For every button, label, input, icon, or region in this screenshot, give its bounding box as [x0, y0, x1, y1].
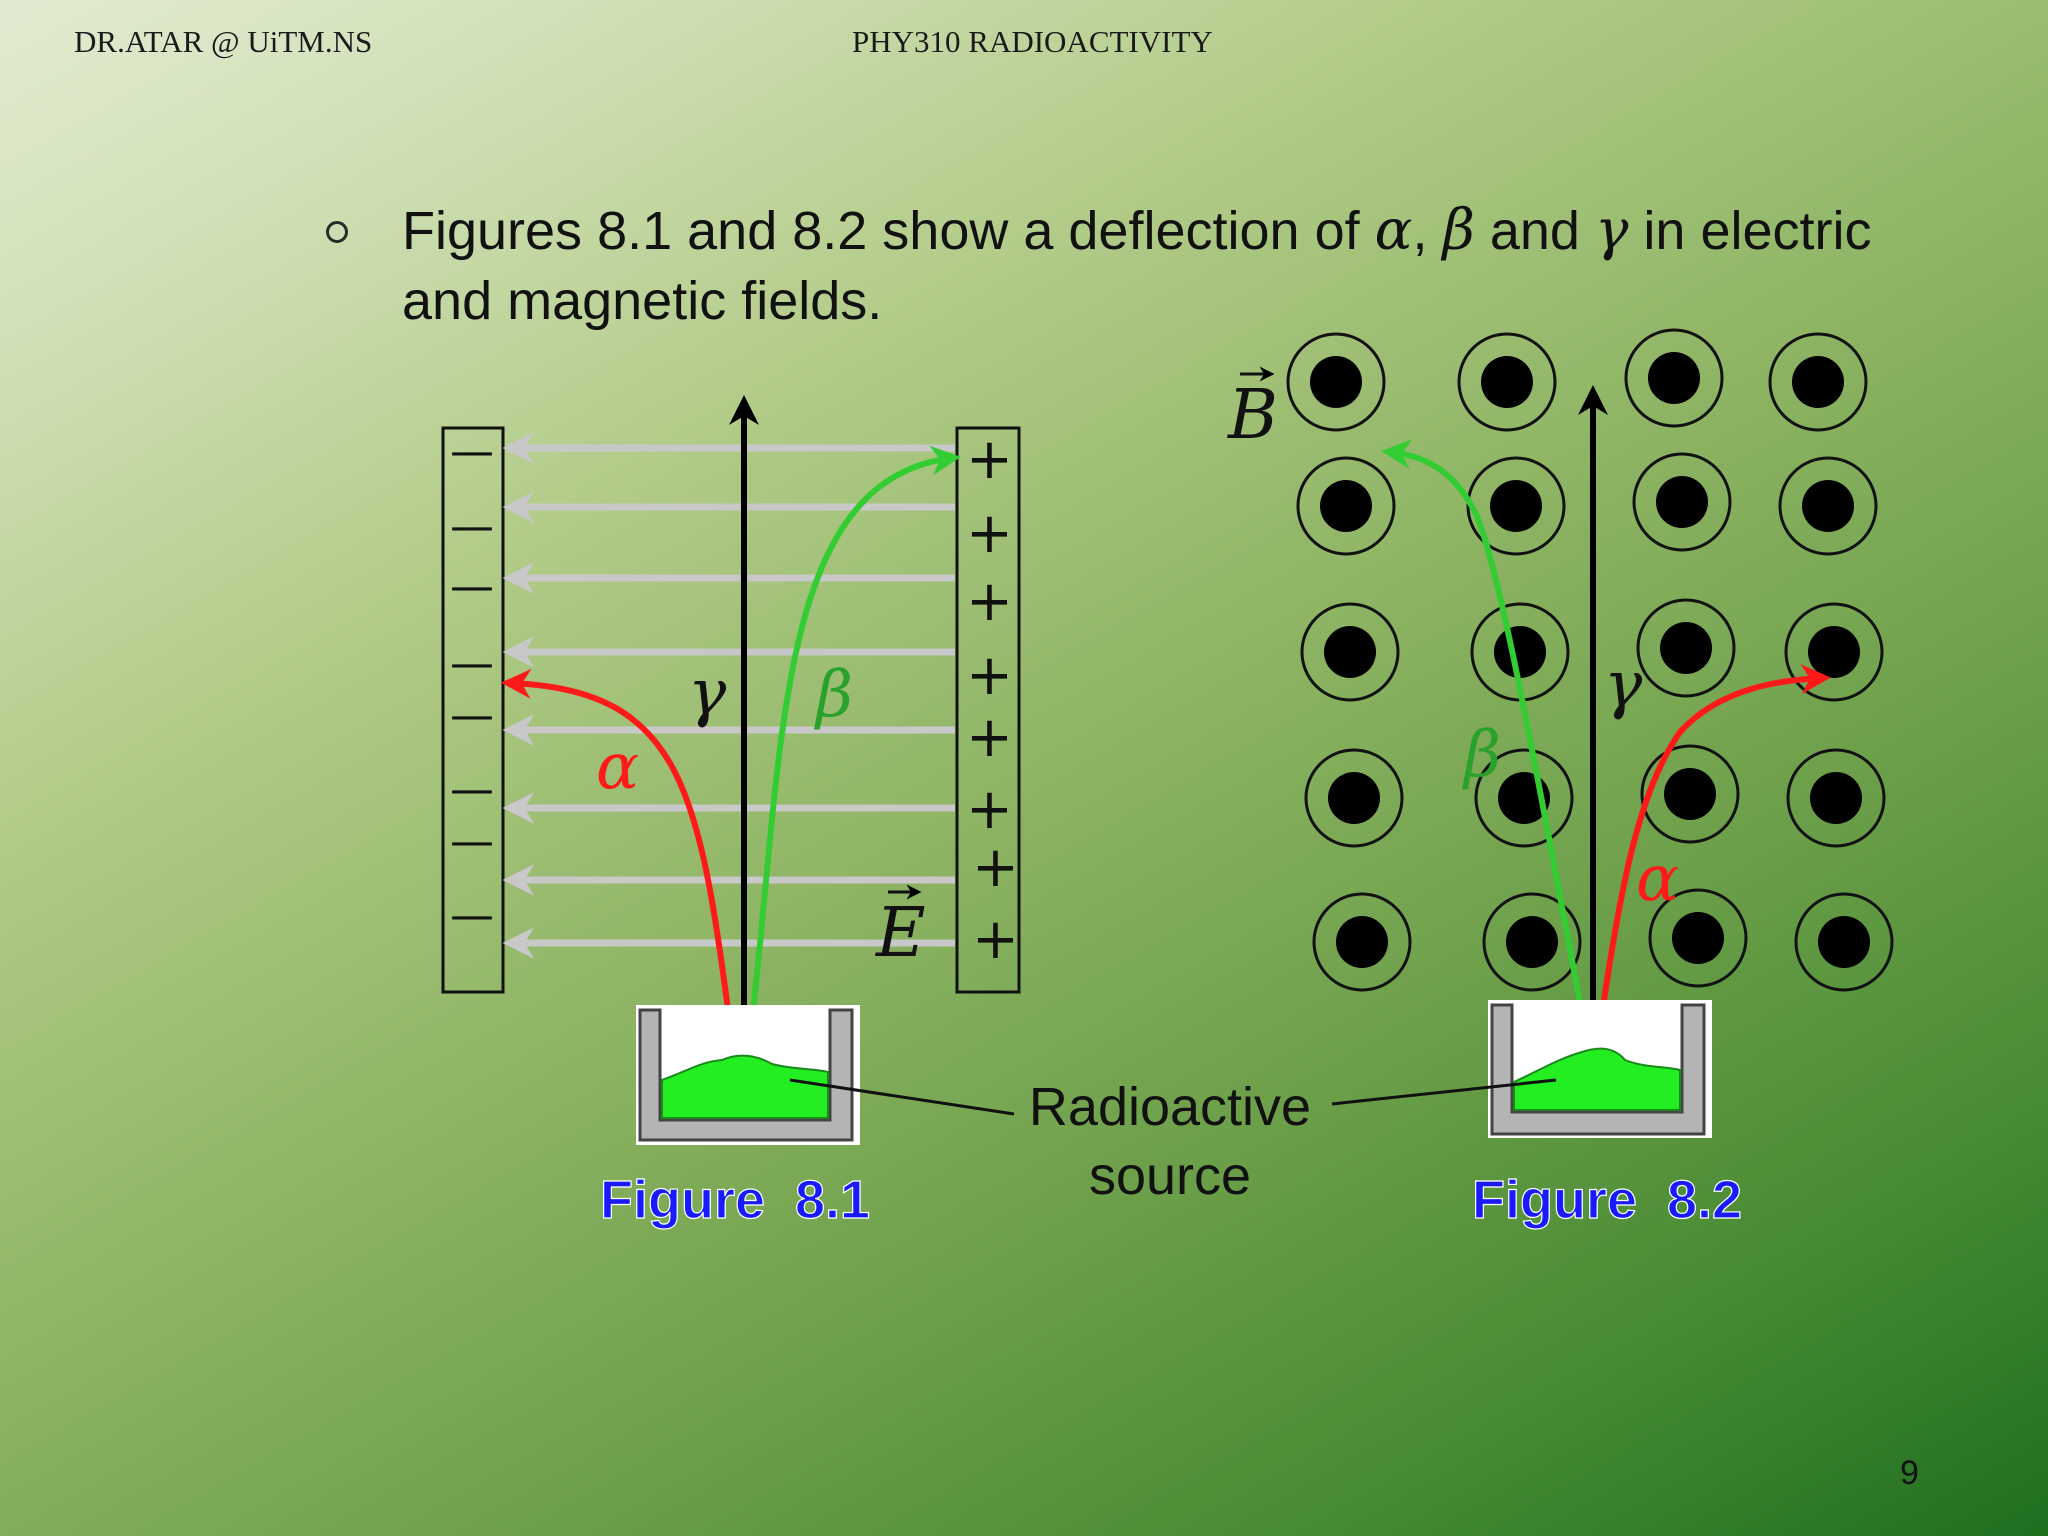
electric-field-lines — [502, 432, 955, 959]
source-leader-line-right — [1331, 1078, 1557, 1106]
alpha-label: α — [1636, 842, 1679, 916]
field-out-of-page-icon — [1482, 892, 1582, 992]
field-out-of-page-icon — [1300, 602, 1400, 702]
negative-plate — [441, 426, 505, 994]
beta-label: β — [1462, 718, 1501, 792]
header-course-title: PHY310 RADIOACTIVITY — [852, 24, 1213, 59]
minus-sign: — — [450, 816, 494, 867]
figure-8-1: — — — — — — — — + + + + + + + + — [441, 395, 1021, 1145]
field-out-of-page-icon — [1768, 332, 1868, 432]
minus-sign: — — [450, 561, 494, 612]
gamma-symbol: γ — [1594, 198, 1629, 263]
plus-sign: + — [966, 777, 1013, 842]
alpha-particle-path — [1594, 664, 1831, 1051]
source-label-line2: source — [1089, 1146, 1251, 1206]
field-out-of-page-icon — [1784, 602, 1884, 702]
minus-sign: — — [450, 690, 494, 741]
bullet-text-line2: and magnetic fields. — [402, 271, 883, 331]
plus-sign: + — [966, 501, 1013, 566]
field-out-of-page-icon — [1286, 332, 1386, 432]
header-author: DR.ATAR @ UiTM.NS — [74, 24, 373, 59]
alpha-symbol: α — [1374, 198, 1413, 263]
minus-sign: — — [450, 426, 494, 477]
minus-sign: — — [450, 638, 494, 689]
bullet-circle-icon — [326, 221, 348, 243]
minus-sign: — — [450, 890, 494, 941]
plus-sign: + — [972, 835, 1019, 900]
source-leader-line-left — [789, 1078, 1015, 1116]
bullet-text-part1: Figures 8.1 and 8.2 show a deflection of — [402, 201, 1375, 261]
field-out-of-page-icon — [1794, 892, 1894, 992]
gamma-label: γ — [1604, 648, 1643, 722]
bullet-separator: , — [1412, 201, 1443, 261]
plus-sign: + — [966, 643, 1013, 708]
beta-particle-path — [1381, 439, 1592, 1051]
plus-sign: + — [966, 569, 1013, 634]
source-label-line1: Radioactive — [1029, 1077, 1311, 1137]
electric-field-vector-label: E — [874, 884, 926, 973]
field-out-of-page-icon — [1778, 456, 1878, 556]
minus-sign: — — [450, 764, 494, 815]
figure-8-2: B γ β α — [1226, 328, 1894, 1138]
plus-sign: + — [972, 907, 1019, 972]
negative-plate-signs: — — — — — — — — — [450, 426, 494, 941]
beta-label: β — [814, 658, 853, 732]
field-out-of-page-icon — [1296, 456, 1396, 556]
field-out-of-page-icon — [1624, 328, 1724, 428]
plus-sign: + — [966, 705, 1013, 770]
field-out-of-page-icon — [1636, 598, 1736, 698]
magnetic-field-symbol: B — [1226, 376, 1278, 455]
field-out-of-page-icon — [1648, 888, 1748, 988]
radioactive-source-container-1 — [636, 1005, 860, 1145]
beta-symbol: β — [1442, 198, 1475, 263]
positive-plate-signs: + + + + + + + + — [966, 427, 1019, 972]
figure-8-2-caption: Figure 8.2 — [1472, 1170, 1742, 1230]
bullet-text-part2: and — [1474, 201, 1595, 261]
field-out-of-page-icon — [1457, 332, 1557, 432]
magnetic-field-vector-label: B — [1226, 366, 1278, 455]
field-out-of-page-icon — [1304, 748, 1404, 848]
alpha-label: α — [596, 730, 639, 804]
field-out-of-page-icon — [1312, 892, 1412, 992]
field-out-of-page-icon — [1632, 452, 1732, 552]
field-out-of-page-icon — [1786, 748, 1886, 848]
positive-plate — [955, 426, 1021, 994]
electric-field-symbol: E — [874, 894, 926, 973]
magnetic-field-out-of-page — [1286, 328, 1894, 992]
radioactive-source-container-2 — [1488, 1000, 1712, 1138]
field-out-of-page-icon — [1640, 744, 1740, 844]
beta-particle-path — [745, 445, 961, 1055]
gamma-label: γ — [688, 656, 727, 730]
figure-8-1-caption: Figure 8.1 — [600, 1170, 870, 1230]
plus-sign: + — [966, 427, 1013, 492]
bullet-text-part3: in electric — [1628, 201, 1872, 261]
bullet-text-line1: Figures 8.1 and 8.2 show a deflection of… — [402, 198, 1872, 263]
page-number: 9 — [1900, 1454, 1919, 1492]
minus-sign: — — [450, 501, 494, 552]
alpha-particle-path — [501, 668, 737, 1055]
field-out-of-page-icon — [1466, 456, 1566, 556]
